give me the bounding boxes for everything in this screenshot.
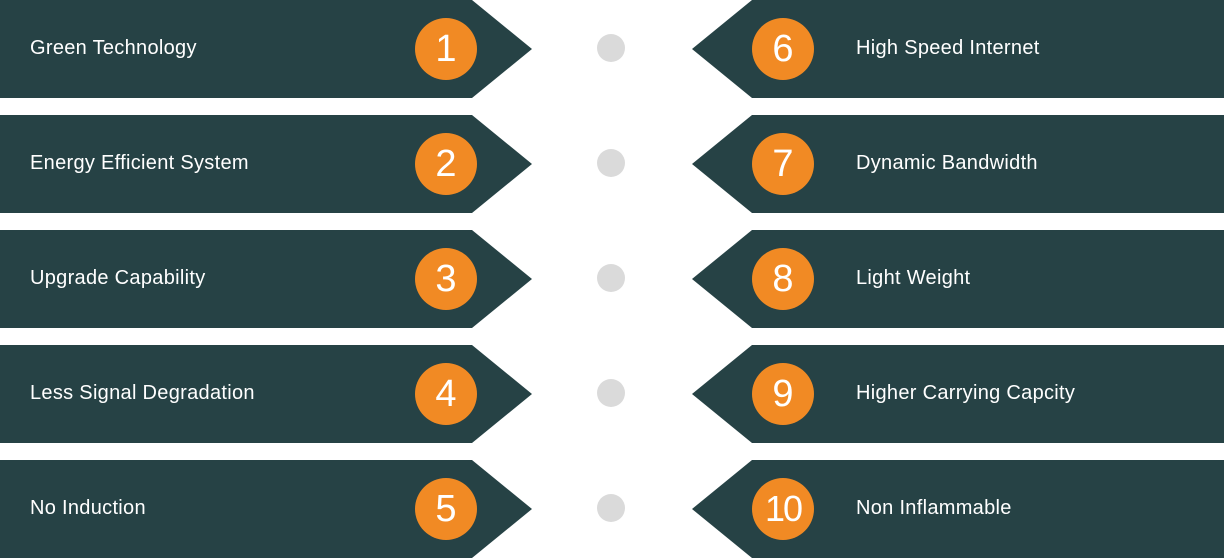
feature-label: No Induction — [30, 497, 146, 519]
number-badge: 1 — [415, 18, 477, 80]
feature-label: Light Weight — [856, 267, 971, 289]
left-banner: Energy Efficient System 2 — [0, 115, 532, 213]
right-banner: 6 High Speed Internet — [692, 0, 1224, 98]
right-banner: 10 Non Inflammable — [692, 460, 1224, 558]
left-banner-shape — [0, 345, 532, 443]
number-badge: 7 — [752, 133, 814, 195]
connector-dot — [597, 379, 625, 407]
right-banner-shape — [692, 345, 1224, 443]
right-banner: 9 Higher Carrying Capcity — [692, 345, 1224, 443]
number-badge: 6 — [752, 18, 814, 80]
number-badge: 8 — [752, 248, 814, 310]
right-banner-shape — [692, 460, 1224, 558]
feature-label: Non Inflammable — [856, 497, 1012, 519]
left-banner: No Induction 5 — [0, 460, 532, 558]
number-badge: 10 — [752, 478, 814, 540]
left-banner: Green Technology 1 — [0, 0, 532, 98]
feature-label: Less Signal Degradation — [30, 382, 255, 404]
number-badge: 5 — [415, 478, 477, 540]
left-banner-shape — [0, 0, 532, 98]
feature-row: Energy Efficient System 2 7 Dynamic Band… — [0, 115, 1224, 213]
left-banner-shape — [0, 230, 532, 328]
number-badge: 9 — [752, 363, 814, 425]
left-banner-shape — [0, 460, 532, 558]
feature-row: Less Signal Degradation 4 9 Higher Carry… — [0, 345, 1224, 443]
number-badge: 4 — [415, 363, 477, 425]
feature-label: High Speed Internet — [856, 37, 1040, 59]
feature-label: Energy Efficient System — [30, 152, 249, 174]
feature-label: Upgrade Capability — [30, 267, 206, 289]
left-banner: Less Signal Degradation 4 — [0, 345, 532, 443]
right-banner: 7 Dynamic Bandwidth — [692, 115, 1224, 213]
feature-label: Dynamic Bandwidth — [856, 152, 1038, 174]
left-banner-shape — [0, 115, 532, 213]
connector-dot — [597, 264, 625, 292]
feature-row: Upgrade Capability 3 8 Light Weight — [0, 230, 1224, 328]
feature-row: Green Technology 1 6 High Speed Internet — [0, 0, 1224, 98]
right-banner-shape — [692, 115, 1224, 213]
connector-dot — [597, 494, 625, 522]
right-banner-shape — [692, 230, 1224, 328]
feature-row: No Induction 5 10 Non Inflammable — [0, 460, 1224, 558]
right-banner-shape — [692, 0, 1224, 98]
feature-label: Higher Carrying Capcity — [856, 382, 1076, 404]
right-banner: 8 Light Weight — [692, 230, 1224, 328]
left-banner: Upgrade Capability 3 — [0, 230, 532, 328]
feature-label: Green Technology — [30, 37, 197, 59]
connector-dot — [597, 34, 625, 62]
connector-dot — [597, 149, 625, 177]
number-badge: 2 — [415, 133, 477, 195]
number-badge: 3 — [415, 248, 477, 310]
